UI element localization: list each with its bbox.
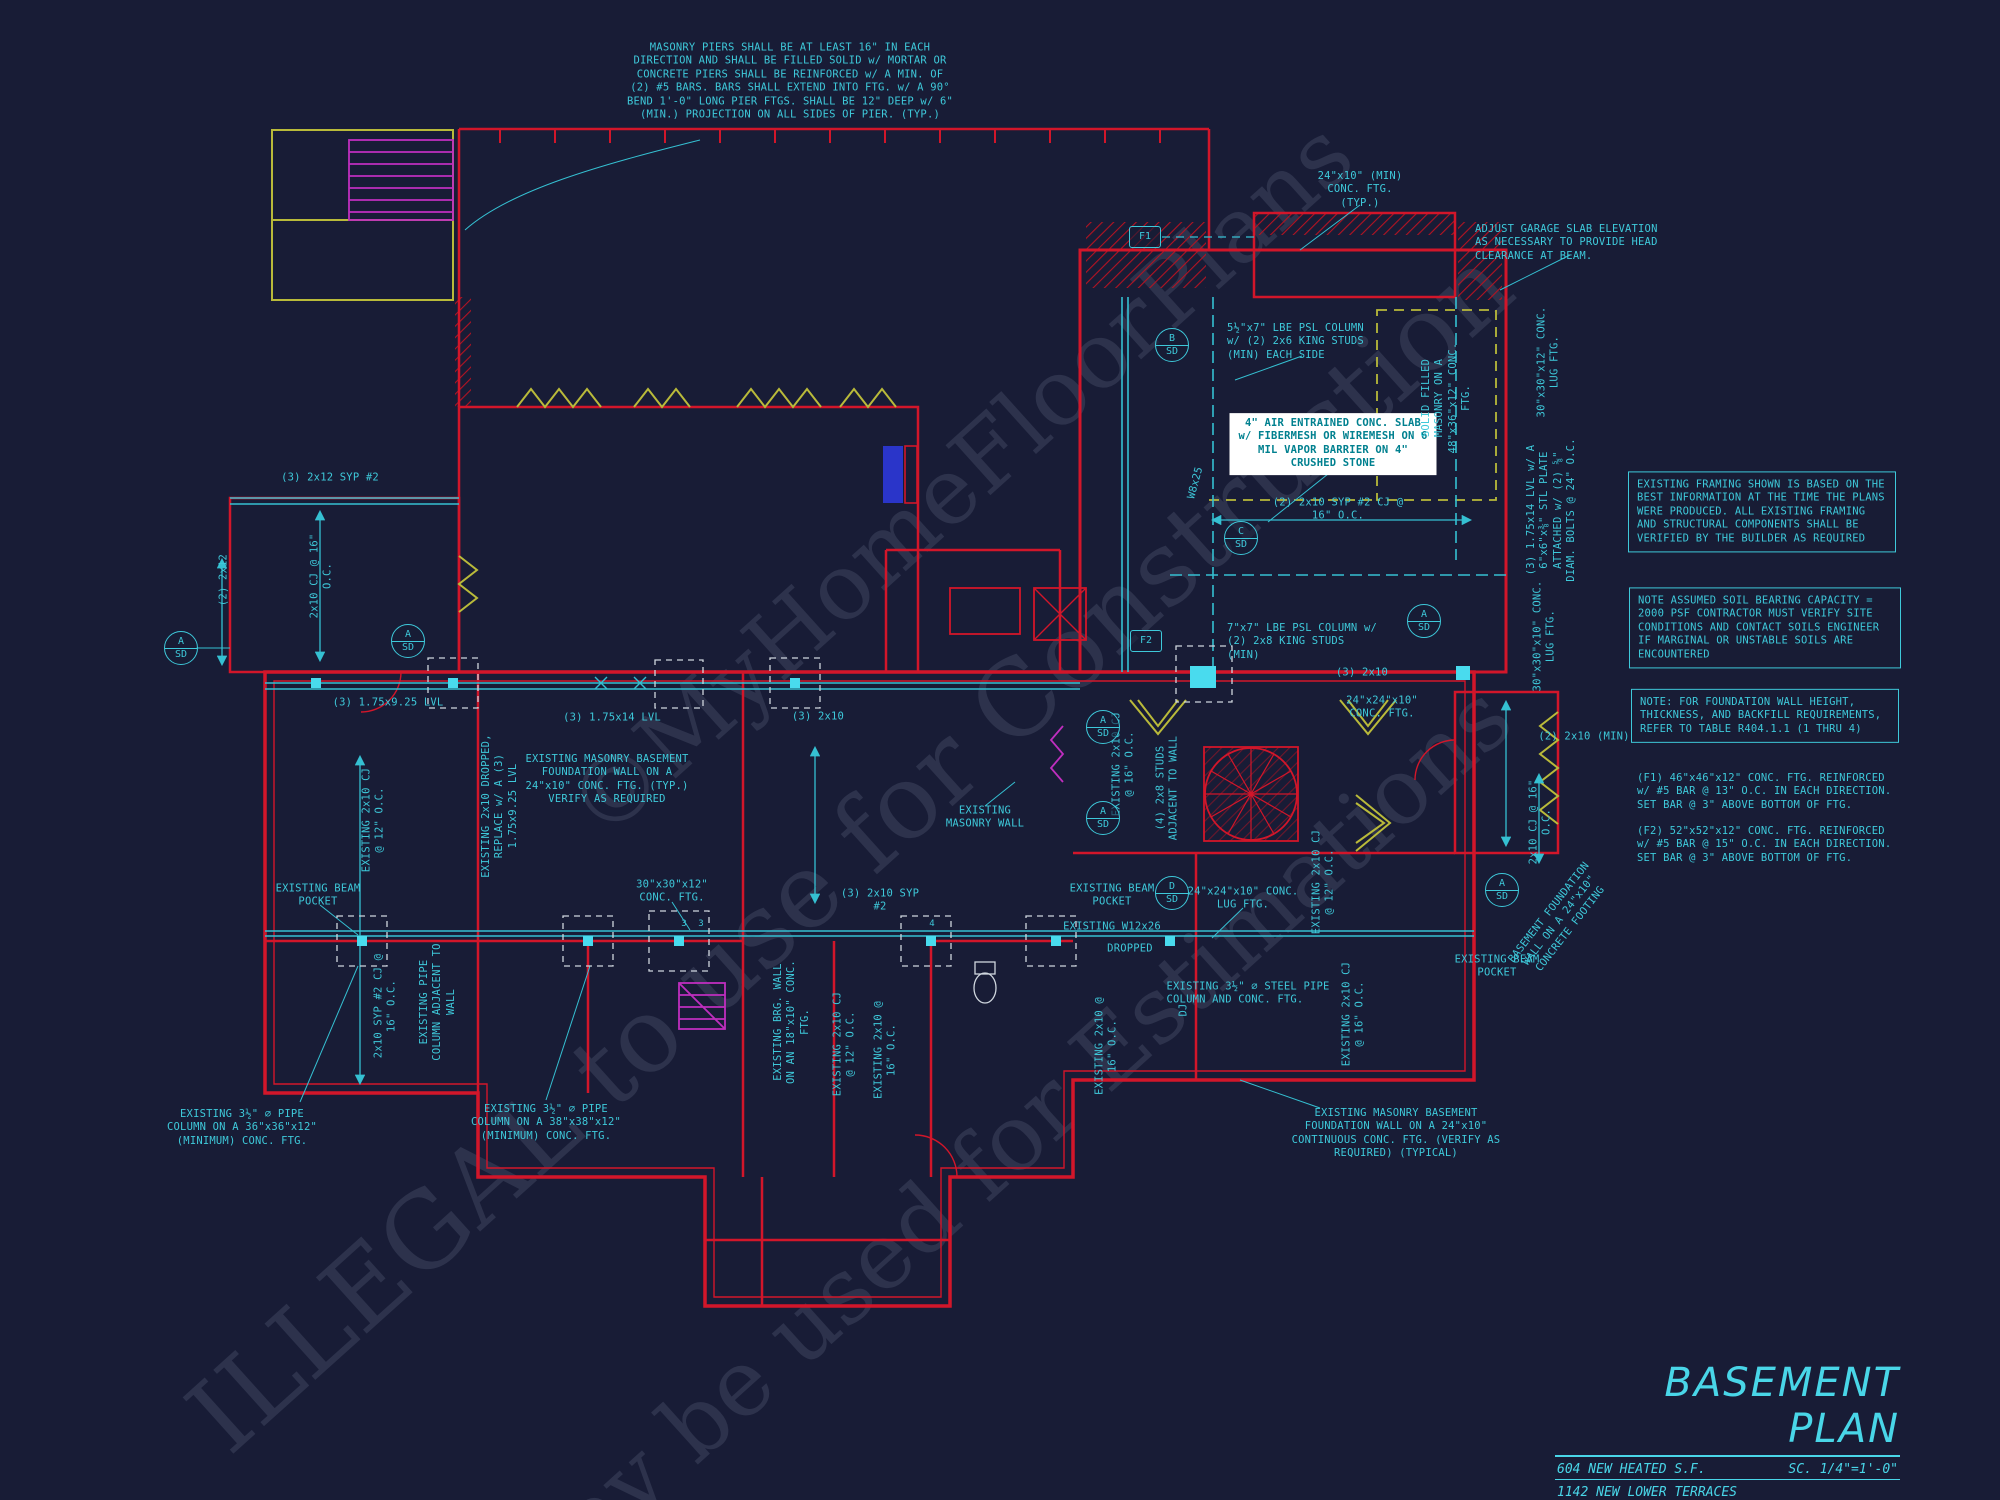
leader-lines (196, 139, 1571, 1109)
windows-yellow (271, 129, 1560, 852)
stairs-magenta (348, 139, 1065, 1030)
hatched-walls (455, 213, 1502, 841)
footing-marker-f1: F1 (1129, 226, 1161, 248)
drawing-title: BASEMENT PLAN (1555, 1360, 1900, 1457)
footings-dashed (336, 645, 1233, 972)
drawing-scale-label: SC. 1/4"=1'-0" (1788, 1462, 1898, 1477)
walls-red (228, 127, 1560, 1308)
dimension-lines (216, 509, 1545, 1086)
bath-fixtures (973, 961, 997, 1004)
columns (311, 666, 1470, 946)
terraces-label: 1142 NEW LOWER TERRACES (1557, 1485, 1738, 1500)
heated-sf-label: 604 NEW HEATED S.F. (1557, 1462, 1706, 1477)
footing-marker-f2: F2 (1130, 630, 1162, 652)
beams-cyan (230, 236, 1506, 937)
window-blue (883, 446, 903, 503)
title-block: BASEMENT PLAN 604 NEW HEATED S.F. SC. 1/… (1555, 1360, 1900, 1500)
